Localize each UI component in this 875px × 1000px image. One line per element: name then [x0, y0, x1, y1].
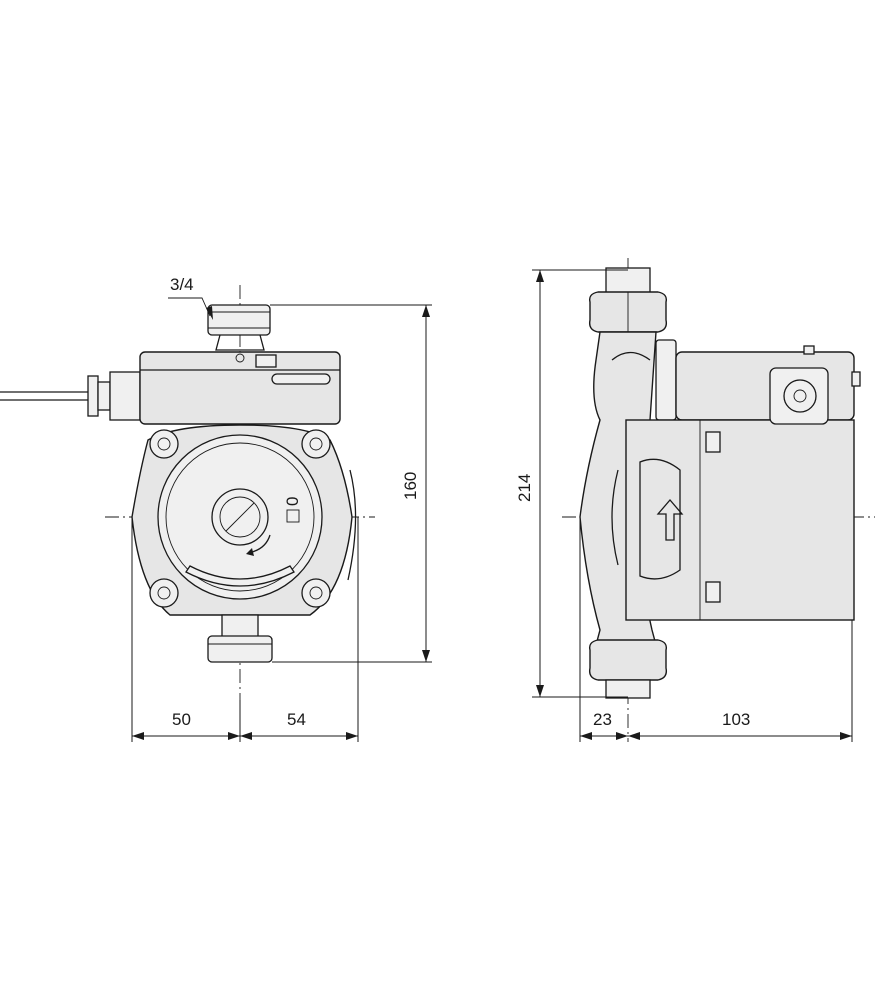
side-left-width-label: 23: [593, 710, 612, 729]
front-left-width-label: 50: [172, 710, 191, 729]
front-height-dimension: 160: [270, 304, 432, 663]
side-motor: [625, 339, 861, 621]
front-width-dimensions: 50 54: [131, 517, 359, 742]
front-right-width-label: 54: [287, 710, 306, 729]
front-pump-housing: 0: [131, 424, 357, 616]
top-inlet-fitting: [207, 304, 271, 351]
rotation-arrow: [251, 534, 271, 553]
bottom-outlet-fitting: [207, 614, 273, 663]
side-height-label: 214: [515, 474, 534, 502]
side-width-dimensions: 23 103: [579, 517, 853, 742]
power-cable: [0, 371, 141, 421]
side-view: 214 23 103: [515, 258, 875, 742]
front-height-label: 160: [401, 472, 420, 500]
side-bottom-union: [588, 639, 668, 699]
dial-mark-label: 0: [283, 497, 302, 506]
terminal-box: [139, 351, 341, 425]
side-top-union: [588, 267, 668, 333]
side-right-width-label: 103: [722, 710, 750, 729]
front-view: 0 3/4 160: [0, 275, 432, 742]
flow-direction-arrow: [656, 499, 684, 541]
thread-callout: 3/4: [168, 275, 213, 320]
thread-label: 3/4: [170, 275, 194, 294]
